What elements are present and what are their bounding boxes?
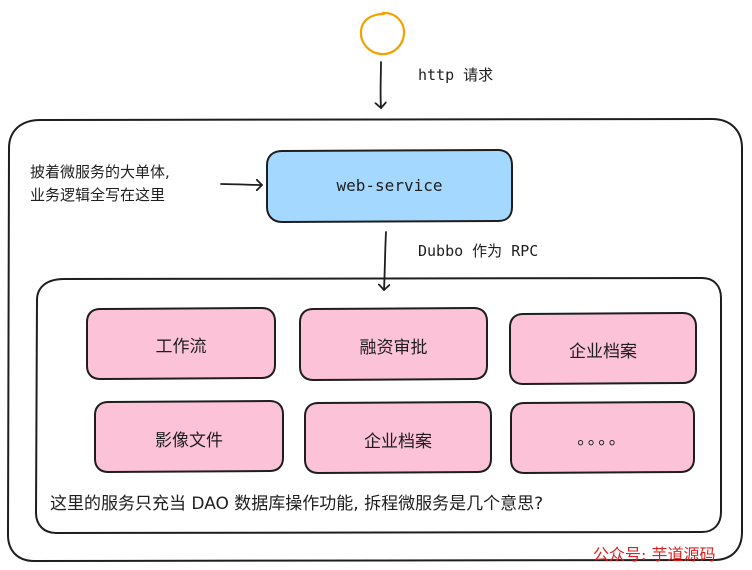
- outer-system-boundary: [7, 118, 743, 562]
- service-box-4: [94, 400, 284, 473]
- arrow-rpc: [384, 231, 386, 291]
- service-label-1: 工作流: [155, 337, 207, 357]
- service-label-5: 企业档案: [364, 432, 432, 452]
- left-note: 披着微服务的大单体, 业务逻辑全写在这里: [30, 161, 170, 207]
- service-box-6: [510, 401, 695, 474]
- service-box-3: [509, 312, 697, 385]
- service-label-4: 影像文件: [155, 431, 223, 451]
- bottom-note: 这里的服务只充当 DAO 数据库操作功能, 拆程微服务是几个意思?: [50, 494, 544, 514]
- client-circle: [359, 11, 406, 56]
- service-label-6: 。。。。: [577, 429, 628, 449]
- watermark: 公众号: 芋道源码: [593, 545, 716, 564]
- gateway-box: [266, 149, 513, 223]
- service-box-5: [304, 401, 492, 474]
- service-boxes: [86, 307, 697, 474]
- service-label-3: 企业档案: [569, 342, 637, 362]
- service-box-2: [299, 307, 488, 381]
- service-label-2: 融资审批: [359, 338, 428, 358]
- gateway-label: web-service: [336, 176, 443, 195]
- http-request-label: http 请求: [418, 66, 494, 84]
- rpc-label: Dubbo 作为 RPC: [418, 242, 539, 260]
- services-boundary: [35, 277, 722, 534]
- left-note-line-2: 业务逻辑全写在这里: [30, 186, 166, 204]
- left-note-line-1: 披着微服务的大单体,: [30, 163, 170, 181]
- service-box-1: [86, 307, 276, 380]
- arrow-note-to-gateway: [220, 184, 263, 185]
